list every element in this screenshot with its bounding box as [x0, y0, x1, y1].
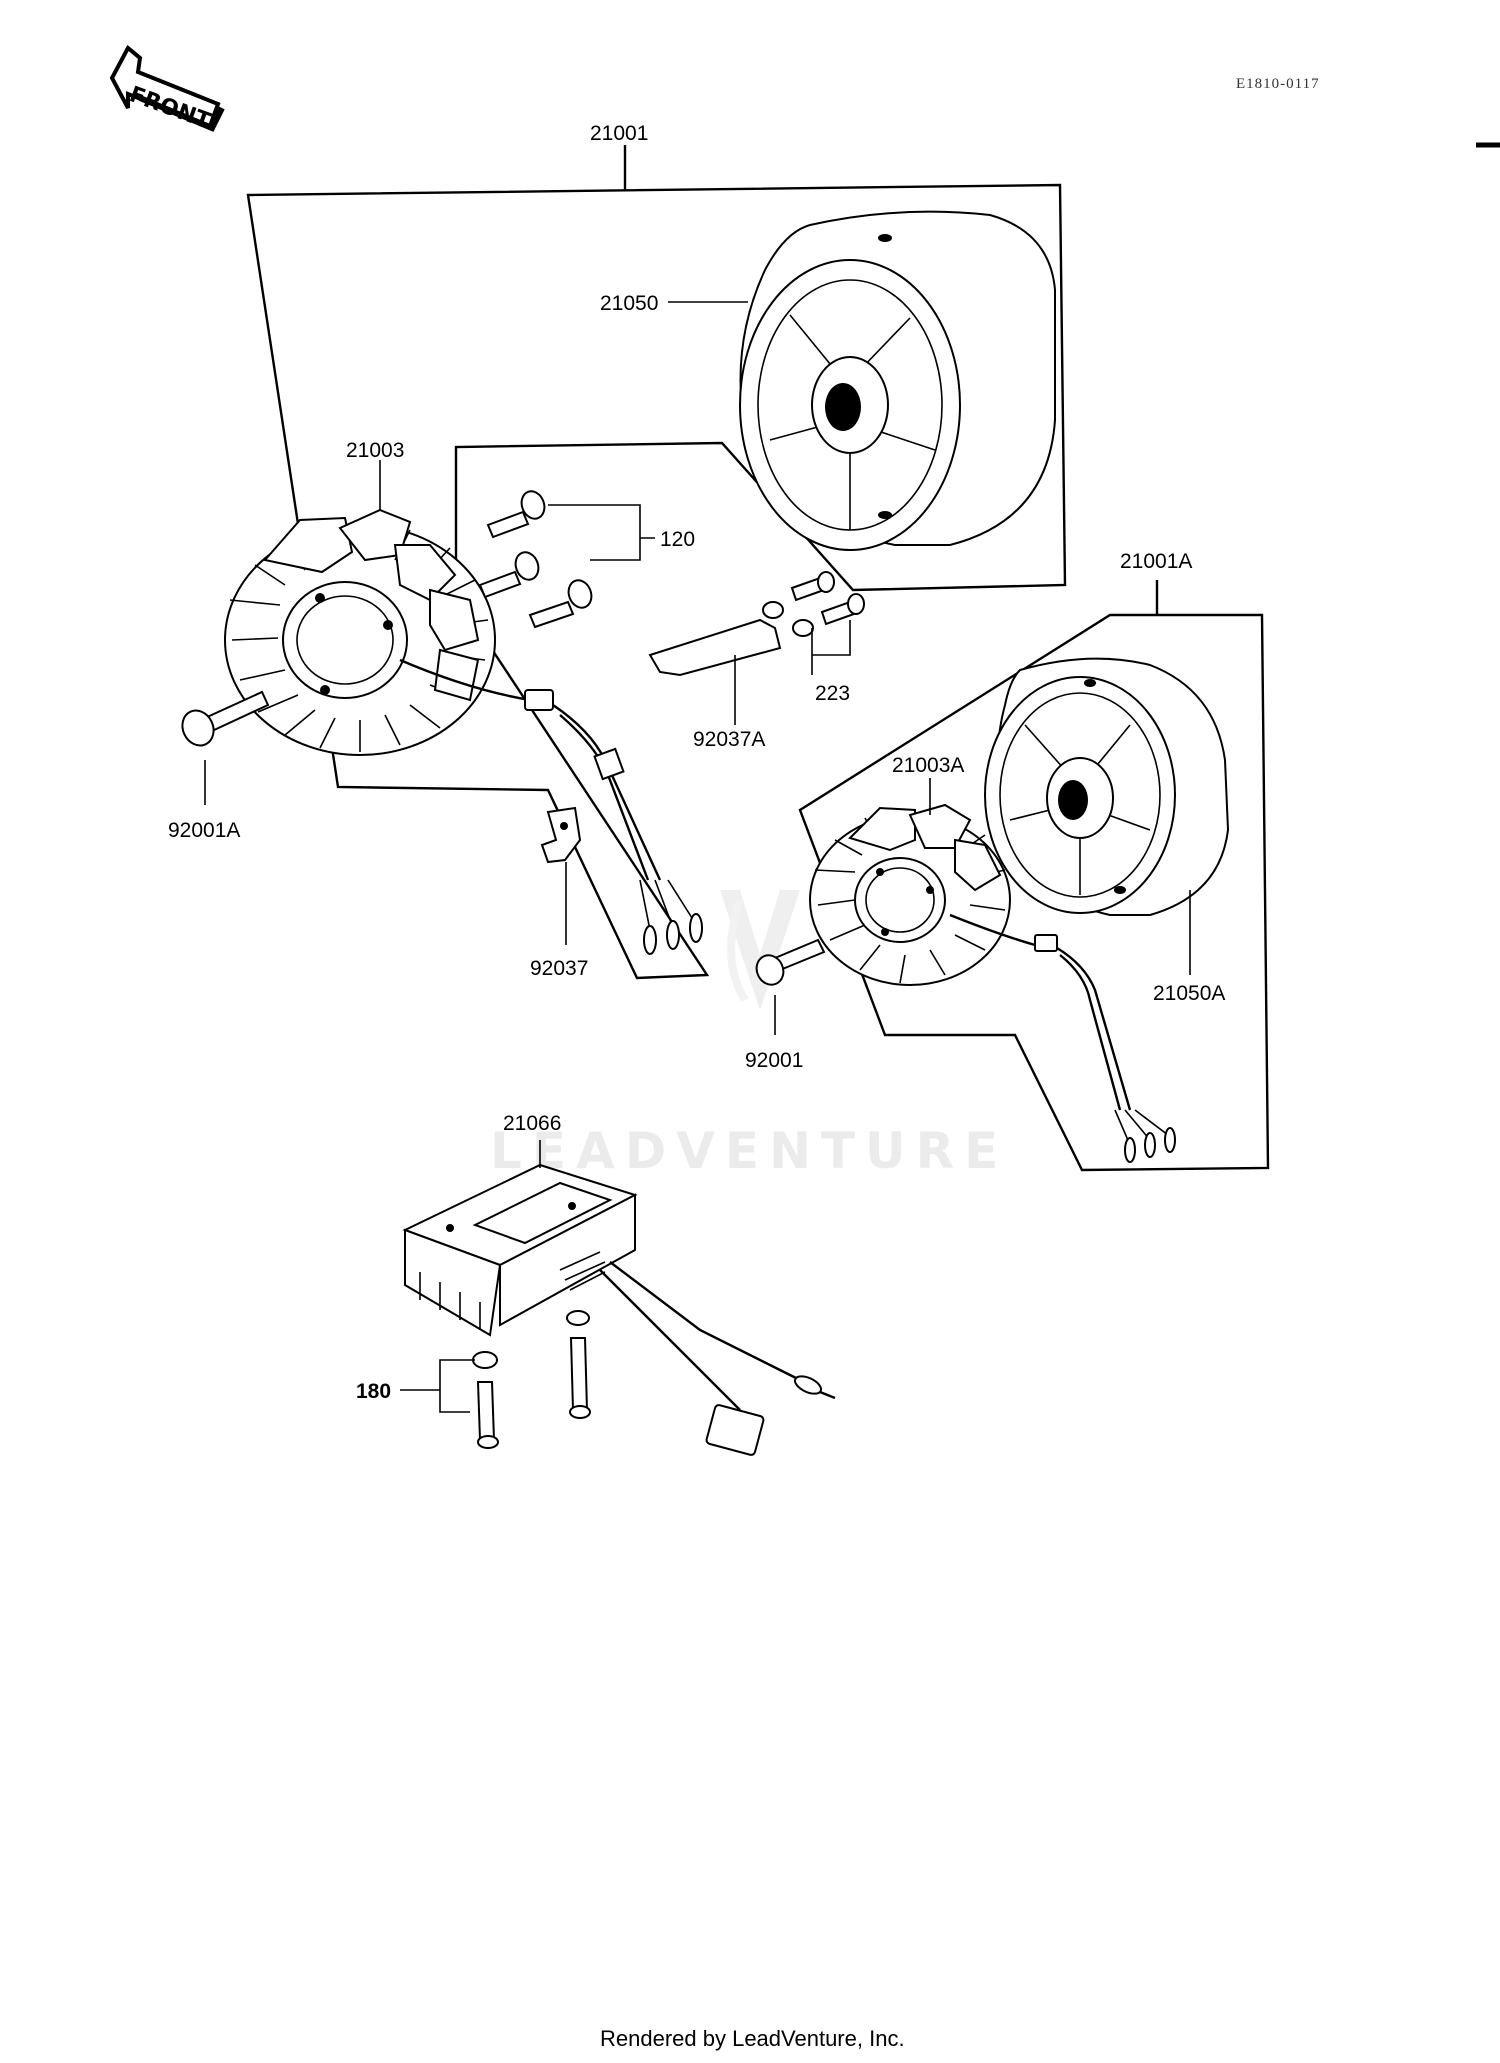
bolt-92001A: [181, 690, 270, 747]
assembly-21001-outline: [246, 145, 1067, 980]
leader-180: [400, 1359, 475, 1413]
plate-92037A: [648, 618, 782, 677]
leader-120: [548, 504, 655, 561]
callout-120: 120: [660, 528, 695, 551]
diagram-code: E1810-0117: [1236, 76, 1320, 92]
callout-21050A: 21050A: [1153, 982, 1225, 1005]
callout-21001: 21001: [590, 122, 648, 145]
callout-21050: 21050: [600, 292, 658, 315]
callout-92037: 92037: [530, 957, 588, 980]
watermark-text: LEADVENTURE: [490, 1122, 1008, 1180]
assembly-21001A-outline: [798, 580, 1270, 1172]
stator-21003: [224, 508, 703, 955]
rotor-21050: [739, 210, 1056, 551]
bolt-washer-180: [472, 1310, 591, 1449]
callout-21003A: 21003A: [892, 754, 964, 777]
rotor-21050A: [984, 657, 1230, 916]
clamp-92037: [540, 806, 582, 864]
footer-credit: Rendered by LeadVenture, Inc.: [600, 2026, 905, 2051]
callout-92001A: 92001A: [168, 819, 240, 842]
watermark: LEADVENTURE: [490, 890, 1008, 1180]
callout-223: 223: [815, 682, 850, 705]
screws-120: [478, 490, 593, 629]
callout-180: 180: [356, 1380, 391, 1403]
leader-223: [811, 620, 851, 675]
callout-92001: 92001: [745, 1049, 803, 1072]
callout-21001A: 21001A: [1120, 550, 1192, 573]
regulator-21066: [402, 1163, 836, 1456]
stator-21003A: [809, 803, 1176, 1163]
front-arrow-icon: FRONT: [109, 44, 225, 134]
callout-92037A: 92037A: [693, 728, 765, 751]
callout-21003: 21003: [346, 439, 404, 462]
bolt-set-223: [762, 571, 865, 637]
callout-21066: 21066: [503, 1112, 561, 1135]
bolt-92001: [755, 938, 826, 986]
